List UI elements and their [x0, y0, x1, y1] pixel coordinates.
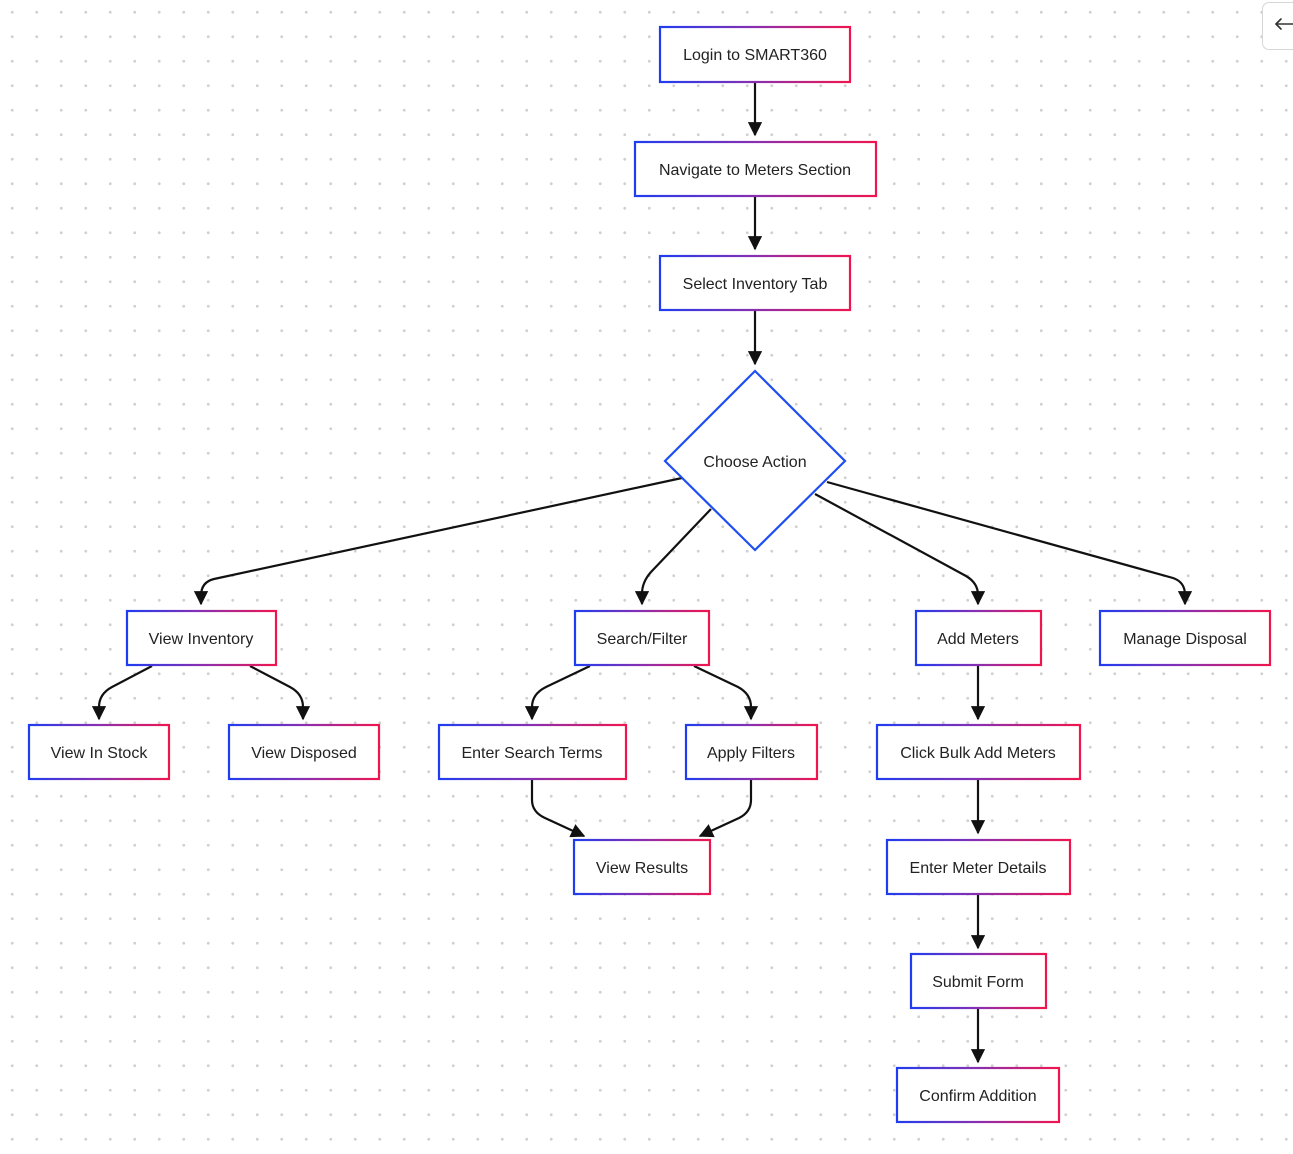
node-choose-action-label: Choose Action: [703, 454, 806, 471]
node-select-tab[interactable]: Select Inventory Tab: [658, 254, 852, 312]
node-select-tab-label: Select Inventory Tab: [683, 276, 828, 293]
node-confirm-addition[interactable]: Confirm Addition: [895, 1066, 1061, 1124]
node-login[interactable]: Login to SMART360: [658, 25, 852, 84]
node-click-bulk-add[interactable]: Click Bulk Add Meters: [875, 723, 1082, 781]
node-click-bulk-add-label: Click Bulk Add Meters: [900, 745, 1056, 762]
node-view-disposed-label: View Disposed: [251, 745, 357, 762]
edge-choose-action-to-manage-disposal: [826, 480, 1193, 606]
node-enter-meter-details[interactable]: Enter Meter Details: [885, 838, 1072, 896]
node-choose-action[interactable]: Choose Action: [663, 369, 847, 552]
node-view-disposed[interactable]: View Disposed: [227, 723, 381, 781]
node-submit-form[interactable]: Submit Form: [909, 952, 1048, 1010]
edge-apply-filters-to-view-results: [698, 780, 753, 838]
node-view-inventory-label: View Inventory: [149, 631, 254, 648]
back-arrow-icon: [1275, 18, 1293, 30]
node-add-meters[interactable]: Add Meters: [914, 609, 1043, 667]
node-view-results[interactable]: View Results: [572, 838, 712, 896]
edge-search-filter-to-apply-filters: [693, 665, 759, 721]
node-view-in-stock[interactable]: View In Stock: [27, 723, 171, 781]
node-navigate-label: Navigate to Meters Section: [659, 162, 851, 179]
edge-view-inventory-to-view-in-stock: [91, 665, 153, 721]
node-submit-form-label: Submit Form: [932, 974, 1024, 991]
back-button[interactable]: [1262, 2, 1293, 50]
node-manage-disposal[interactable]: Manage Disposal: [1098, 609, 1272, 667]
edge-search-filter-to-enter-search-terms: [524, 665, 591, 721]
node-enter-search-terms-label: Enter Search Terms: [461, 745, 602, 762]
node-confirm-addition-label: Confirm Addition: [919, 1088, 1036, 1105]
node-apply-filters-label: Apply Filters: [707, 745, 795, 762]
edge-choose-action-to-view-inventory: [193, 476, 683, 606]
node-manage-disposal-label: Manage Disposal: [1123, 631, 1247, 648]
node-view-inventory[interactable]: View Inventory: [125, 609, 278, 667]
edge-choose-action-to-search-filter: [634, 508, 712, 606]
edge-enter-search-terms-to-view-results: [530, 780, 586, 838]
node-search-filter[interactable]: Search/Filter: [573, 609, 711, 667]
node-enter-meter-details-label: Enter Meter Details: [910, 860, 1047, 877]
edge-choose-action-to-add-meters: [814, 493, 986, 606]
edges: [91, 83, 1193, 1064]
node-login-label: Login to SMART360: [683, 47, 827, 64]
node-view-in-stock-label: View In Stock: [51, 745, 149, 762]
node-apply-filters[interactable]: Apply Filters: [684, 723, 819, 781]
node-add-meters-label: Add Meters: [937, 631, 1019, 648]
node-enter-search-terms[interactable]: Enter Search Terms: [437, 723, 628, 781]
node-navigate[interactable]: Navigate to Meters Section: [633, 140, 878, 198]
edge-view-inventory-to-view-disposed: [249, 665, 311, 721]
node-search-filter-label: Search/Filter: [597, 631, 688, 648]
node-view-results-label: View Results: [596, 860, 688, 877]
